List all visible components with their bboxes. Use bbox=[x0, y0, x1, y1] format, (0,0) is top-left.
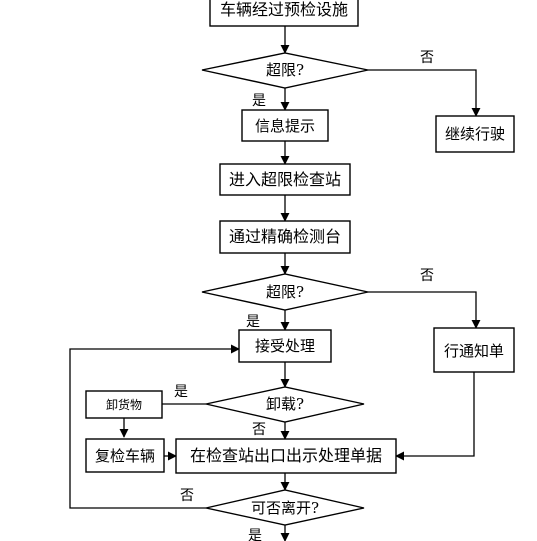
edge-notice-to-exit bbox=[395, 372, 475, 461]
label-yes-4: 是 bbox=[248, 528, 262, 541]
node-reweigh bbox=[85, 438, 165, 473]
label-yes-1: 是 bbox=[252, 93, 266, 109]
node-precise-weigh-label: 通过精确检测台 bbox=[229, 227, 341, 246]
node-enter-station bbox=[219, 163, 351, 196]
node-q-overlimit-2-label: 超限? bbox=[266, 283, 304, 301]
node-exit-show-label: 在检查站出口出示处理单据 bbox=[190, 446, 382, 465]
node-unload-goods bbox=[85, 390, 163, 419]
node-notice-label: 行通知单 bbox=[444, 342, 504, 360]
nodes: 车辆经过预检设施 超限? 继续行驶 信息提示 进入超限检查站 通过精确检测台 超… bbox=[85, 0, 515, 526]
node-q-leave-label: 可否离开? bbox=[251, 499, 319, 517]
node-info-prompt bbox=[241, 109, 329, 142]
node-accept-process bbox=[238, 329, 332, 363]
node-exit-show bbox=[175, 438, 397, 474]
node-info-prompt-label: 信息提示 bbox=[255, 117, 315, 135]
node-pre-check bbox=[209, 0, 359, 27]
node-q-unload-label: 卸载? bbox=[266, 395, 304, 413]
label-yes-2: 是 bbox=[246, 314, 260, 330]
node-q-overlimit-1-label: 超限? bbox=[266, 61, 304, 79]
label-no-2: 否 bbox=[420, 268, 434, 284]
node-q-overlimit-1 bbox=[201, 52, 369, 89]
node-pre-check-label: 车辆经过预检设施 bbox=[220, 0, 348, 19]
node-enter-station-label: 进入超限检查站 bbox=[229, 170, 341, 189]
label-no-3: 否 bbox=[252, 422, 266, 438]
label-yes-3: 是 bbox=[174, 384, 188, 400]
edge-q1-no-to-continue bbox=[368, 69, 481, 117]
label-no-1: 否 bbox=[420, 50, 434, 66]
node-continue-label: 继续行驶 bbox=[445, 125, 505, 143]
edge-q2-no-to-notice bbox=[368, 291, 481, 329]
node-q-leave bbox=[205, 489, 365, 526]
node-reweigh-label: 复检车辆 bbox=[95, 447, 155, 465]
node-q-overlimit-2 bbox=[201, 273, 369, 311]
edge-q4-no-loop bbox=[69, 344, 240, 509]
node-notice bbox=[433, 327, 515, 373]
node-unload-goods-label: 卸货物 bbox=[106, 397, 142, 412]
node-q-unload bbox=[205, 386, 365, 423]
node-accept-process-label: 接受处理 bbox=[255, 337, 315, 355]
node-continue bbox=[435, 115, 515, 153]
edges bbox=[69, 26, 481, 541]
label-no-4: 否 bbox=[180, 488, 194, 504]
node-precise-weigh bbox=[219, 220, 351, 254]
edge-labels: 否 是 否 是 是 否 否 是 bbox=[174, 50, 434, 541]
